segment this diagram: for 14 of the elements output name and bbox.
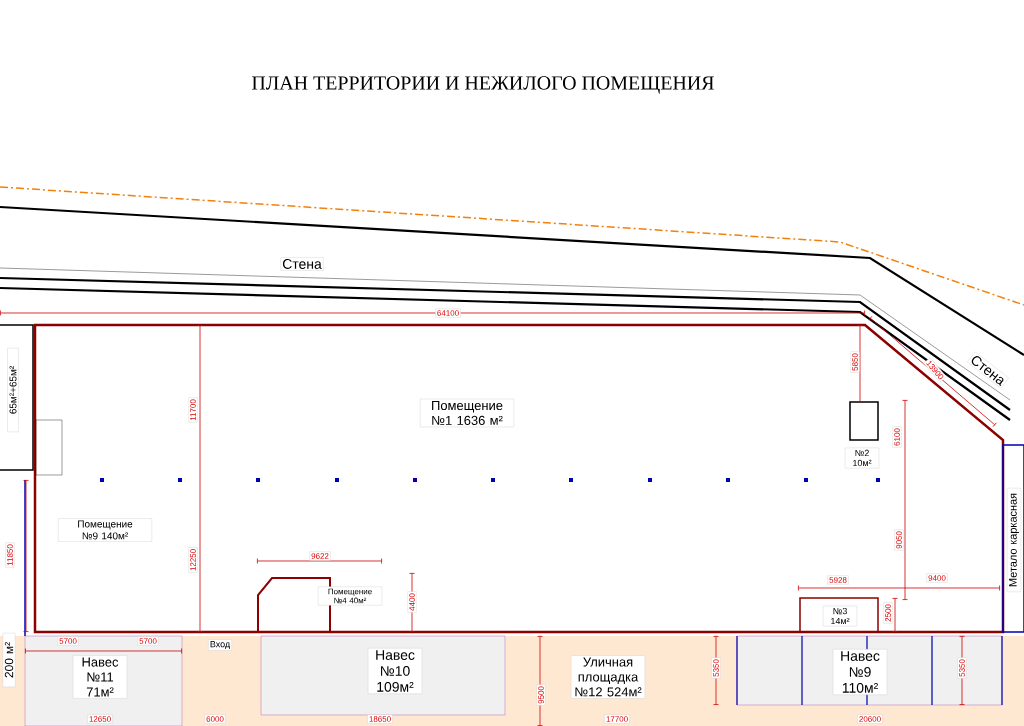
room-label: Помещение №1 1636 м² (419, 398, 515, 428)
room-label: Помещение №9 140м² (58, 518, 153, 542)
room-label: №2 10м² (844, 447, 880, 469)
room-label: Уличная площадка №12 524м² (570, 655, 646, 699)
room-label: 200 м² (2, 632, 16, 688)
entrance-label: Вход (208, 639, 232, 651)
room-label: Навес №10 109м² (367, 648, 423, 694)
title: ПЛАН ТЕРРИТОРИИ И НЕЖИЛОГО ПОМЕЩЕНИЯ (252, 76, 714, 94)
room-label: №3 14м² (822, 605, 858, 627)
wall-label: Стена (280, 257, 324, 271)
room-label: Навес №9 110м² (832, 649, 888, 695)
room-label: Метало каркасная (1006, 488, 1022, 592)
room-label: Навес №11 71м² (72, 655, 128, 699)
room-label: 65м²+65м² (7, 347, 19, 433)
